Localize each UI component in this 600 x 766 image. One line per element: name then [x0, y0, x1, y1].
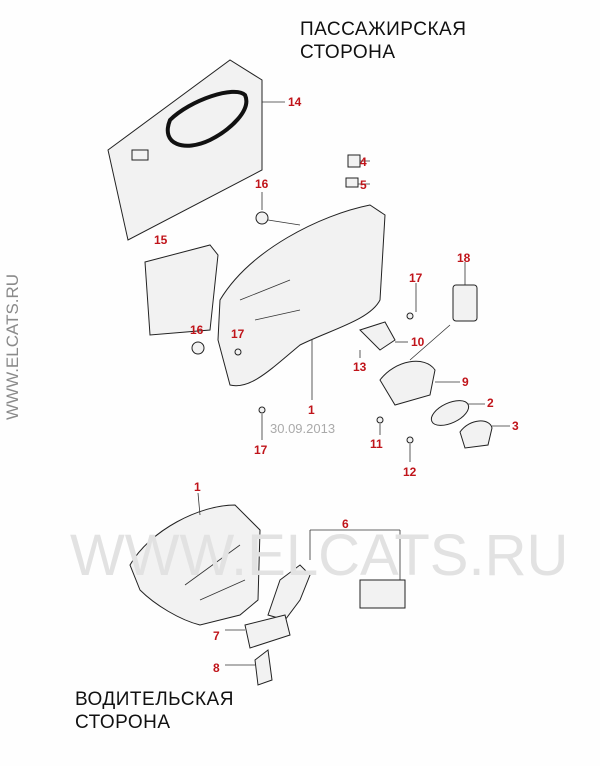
- part-14-panel: [107, 59, 263, 241]
- part-11-screw: [376, 416, 384, 424]
- callout-5: 5: [360, 178, 367, 192]
- callout-11: 11: [370, 437, 383, 451]
- part-1-door-trim-driver: [129, 504, 261, 626]
- passenger-title-line-1: ПАССАЖИРСКАЯ: [300, 19, 467, 40]
- driver-title-line-2: СТОРОНА: [75, 712, 171, 733]
- part-15-pocket: [144, 244, 219, 336]
- part-3-handle: [459, 420, 493, 449]
- callout-2: 2: [487, 396, 494, 410]
- passenger-title-line-2: СТОРОНА: [300, 42, 396, 63]
- callout-6: 6: [342, 517, 349, 531]
- part-16-clip: [191, 341, 205, 355]
- part-16-clip: [255, 211, 269, 225]
- callout-14: 14: [288, 95, 302, 109]
- callout-10: 10: [411, 335, 425, 349]
- callout-8: 8: [213, 661, 220, 675]
- part-17-screw: [234, 348, 242, 356]
- driver-side-title: ВОДИТЕЛЬСКАЯ СТОРОНА: [75, 688, 234, 734]
- callout-4: 4: [360, 155, 367, 169]
- watermark-date: 30.09.2013: [270, 421, 335, 436]
- callout-16: 16: [255, 177, 269, 191]
- callout-15: 15: [154, 233, 168, 247]
- part-4: [347, 154, 361, 168]
- callout-12: 12: [403, 465, 417, 479]
- callout-1: 1: [308, 403, 315, 417]
- callout-13: 13: [353, 360, 367, 374]
- part-17-screw: [406, 312, 414, 320]
- watermark-center: WWW.ELCATS.RU: [70, 523, 568, 588]
- callout-17: 17: [409, 271, 423, 285]
- part-14-tab: [131, 149, 149, 161]
- callout-3: 3: [512, 419, 519, 433]
- part-5: [345, 177, 359, 188]
- part-6-switch: [359, 579, 406, 609]
- part-17-screw: [258, 406, 266, 414]
- part-7-bezel: [244, 614, 291, 649]
- driver-title-line-1: ВОДИТЕЛЬСКАЯ: [75, 689, 234, 710]
- passenger-side-title: ПАССАЖИРСКАЯ СТОРОНА: [300, 18, 466, 64]
- callout-17c: 17: [254, 443, 268, 457]
- part-18-switch: [452, 284, 478, 322]
- watermark-side: WWW.ELCATS.RU: [3, 274, 22, 420]
- part-8-bracket: [254, 649, 273, 686]
- part-1-door-trim-passenger: [217, 204, 386, 387]
- part-2-bezel: [430, 400, 470, 426]
- callout-18: 18: [457, 251, 471, 265]
- part-12-screw: [406, 436, 414, 444]
- part-9-handle-housing: [379, 360, 436, 406]
- part-14-seal: [165, 89, 249, 148]
- part-10-bracket: [359, 321, 396, 351]
- callout-1-driver: 1: [194, 480, 201, 494]
- callout-7: 7: [213, 629, 220, 643]
- callout-9: 9: [462, 375, 469, 389]
- callout-16b: 16: [190, 323, 204, 337]
- part-6-switch-panel: [267, 564, 311, 621]
- callout-17b: 17: [231, 327, 245, 341]
